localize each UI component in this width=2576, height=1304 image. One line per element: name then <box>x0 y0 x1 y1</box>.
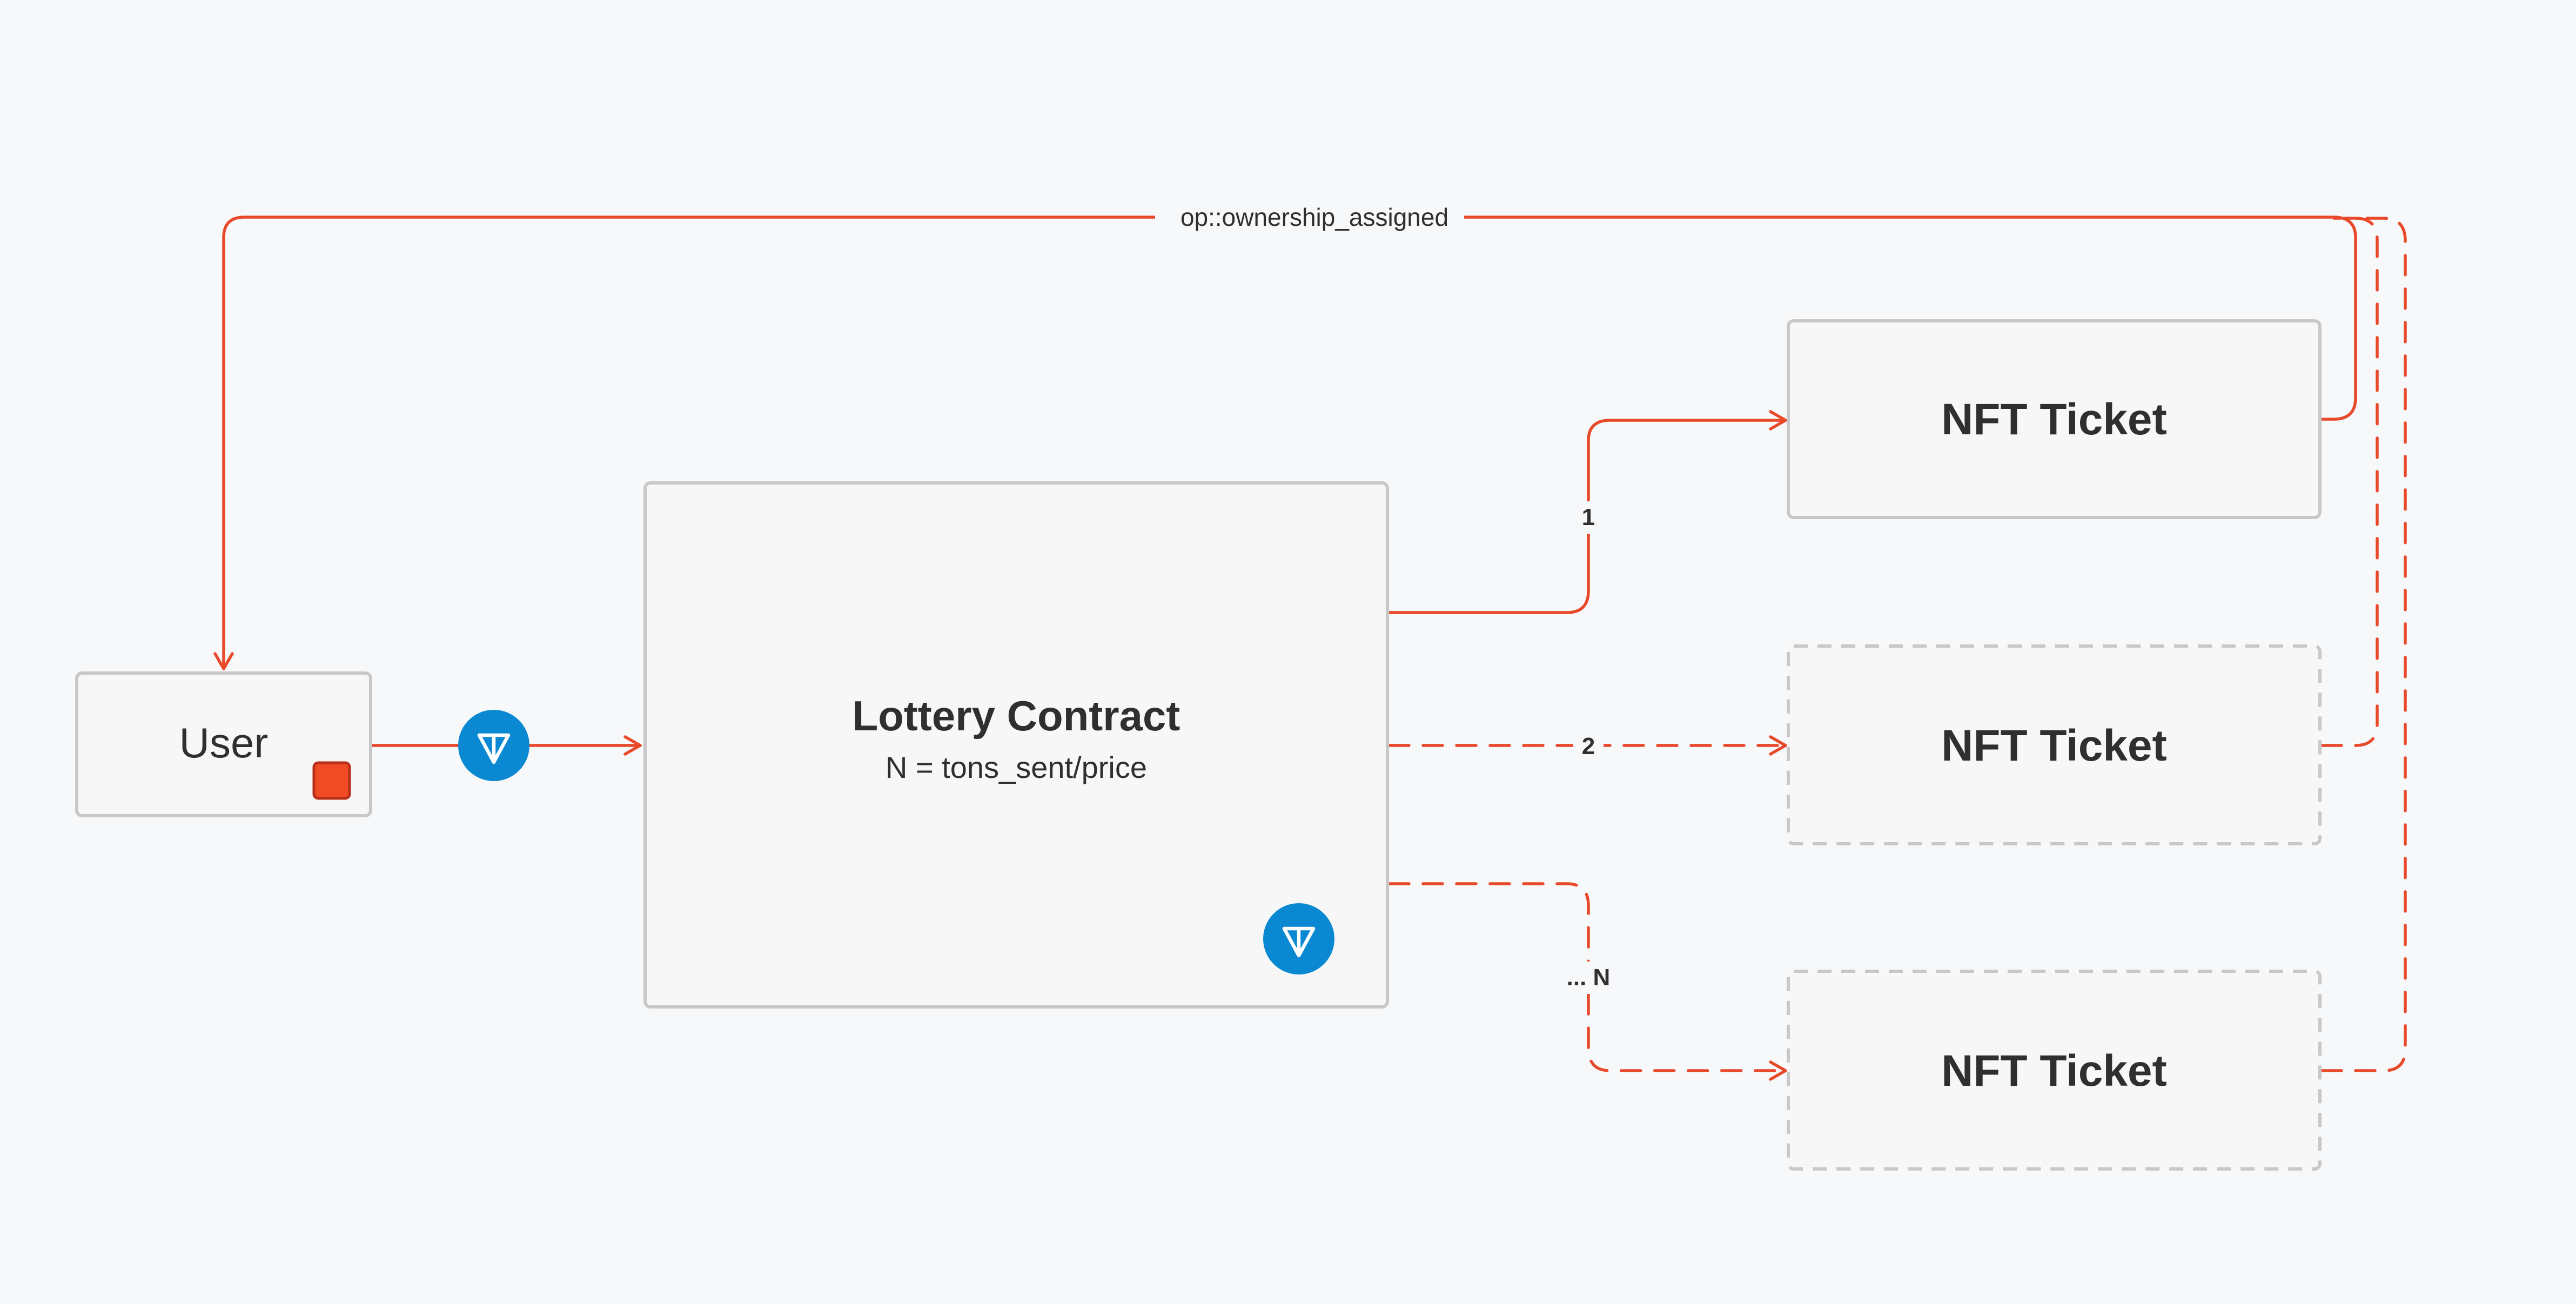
edge-label-bg-n <box>1561 962 1615 994</box>
lottery-contract-subtitle: N = tons_sent/price <box>886 750 1147 784</box>
edge-label-ownership-assigned: op::ownership_assigned <box>1180 203 1448 231</box>
nft-ticket-node-1[interactable]: NFT Ticket <box>1787 319 2322 519</box>
edge-ticket-1-to-user[interactable] <box>213 216 2357 670</box>
lottery-contract-box <box>643 481 1389 1009</box>
nft-ticket-label-2: NFT Ticket <box>1941 721 2167 770</box>
edge-label-bg-2 <box>1573 729 1604 762</box>
edge-ticket-n-to-user[interactable] <box>2320 217 2407 1072</box>
nft-ticket-node-n[interactable]: NFT Ticket <box>1787 970 2322 1171</box>
edge-label-n: ... N <box>1567 964 1611 991</box>
nft-ticket-node-2[interactable]: NFT Ticket <box>1787 644 2322 845</box>
edge-label-1: 1 <box>1582 504 1595 530</box>
ton-icon <box>458 710 529 781</box>
edges <box>213 216 2407 1081</box>
lottery-contract-node[interactable]: Lottery Contract N = tons_sent/price <box>643 481 1389 1009</box>
nft-ticket-box-n <box>1787 970 2322 1171</box>
edge-label-bg-1 <box>1573 501 1604 534</box>
red-square-icon <box>312 761 351 800</box>
ton-icon <box>1263 903 1334 974</box>
edge-label-bg-ownership <box>1155 201 1464 233</box>
nft-ticket-label-n: NFT Ticket <box>1941 1046 2167 1095</box>
nft-ticket-label-1: NFT Ticket <box>1941 395 2167 444</box>
edge-labels: op::ownership_assigned 1 2 ... N <box>1155 201 1615 994</box>
edge-label-2: 2 <box>1582 733 1595 759</box>
user-box <box>75 671 372 817</box>
nft-ticket-box-1 <box>1787 319 2322 519</box>
lottery-contract-title: Lottery Contract <box>853 692 1180 740</box>
nft-ticket-box-2 <box>1787 644 2322 845</box>
user-label: User <box>179 719 269 767</box>
edge-ticket-2-to-user[interactable] <box>2320 217 2379 747</box>
user-node[interactable]: User <box>75 671 372 817</box>
